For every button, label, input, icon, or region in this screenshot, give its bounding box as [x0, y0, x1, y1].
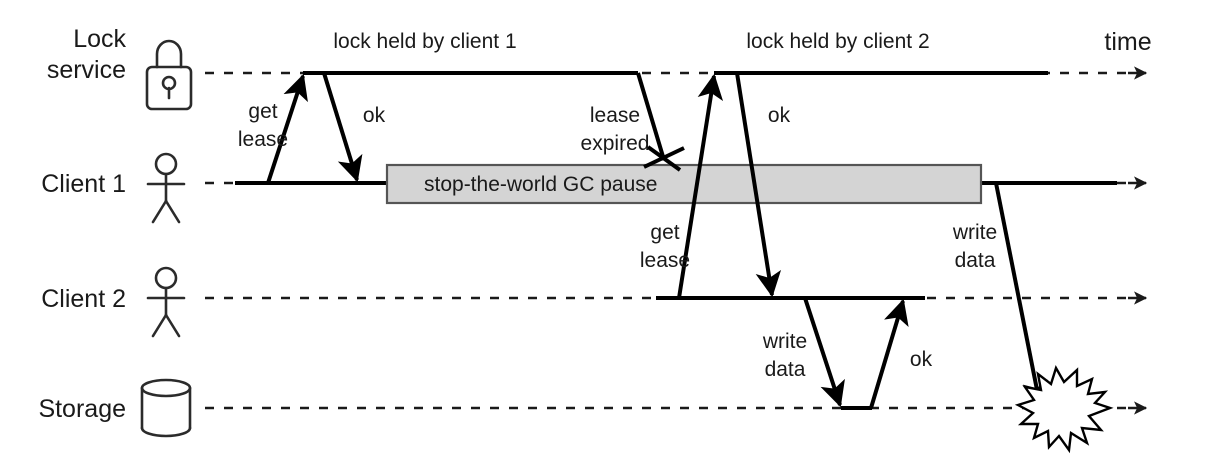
arrow-write-data-client-1 — [994, 182, 1049, 408]
arrow-ok-client-2 — [735, 72, 782, 298]
arrow-lease-expired — [636, 72, 666, 161]
msg-label-lease-expired-line1: lease — [590, 104, 640, 127]
msg-label-write-data-client-1-line1: write — [952, 221, 997, 244]
gc-pause-rect — [385, 163, 983, 205]
msg-label-ok-client-2: ok — [768, 104, 791, 127]
padlock-icon — [145, 39, 193, 111]
msg-label-write-data-client-1-line2: data — [955, 249, 996, 272]
arrow-write-data-client-2 — [803, 297, 845, 408]
arrow-ok-client-1 — [322, 72, 363, 183]
gc-pause-label: stop-the-world GC pause — [424, 173, 657, 196]
span-label-lock-held-client-1: lock held by client 1 — [333, 30, 516, 53]
arrow-ok-storage — [869, 298, 909, 409]
lane-label-client-2: Client 2 — [41, 285, 126, 313]
msg-label-write-data-client-2-line1: write — [762, 330, 807, 353]
lane-labels-group: Lock service Client 1 Client 2 Storage — [38, 25, 126, 423]
lane-label-lock-service-line2: service — [47, 56, 126, 84]
lane-label-storage: Storage — [38, 395, 126, 423]
lane-label-lock-service-line1: Lock — [73, 25, 126, 53]
gc-pause-box: stop-the-world GC pause — [385, 163, 983, 205]
messages-group — [266, 72, 1049, 409]
person-icon-client-2 — [146, 266, 186, 338]
lease-expired-cross-icon-2 — [646, 145, 682, 172]
lane-label-client-1: Client 1 — [41, 170, 126, 198]
msg-label-ok-storage: ok — [910, 348, 933, 371]
collision-burst-icon — [1014, 365, 1114, 454]
message-labels-group: get lease ok lease expired get lease ok … — [238, 100, 997, 381]
msg-label-get-lease-client-1-line2: lease — [238, 128, 288, 151]
msg-label-get-lease-client-2-line1: get — [650, 221, 679, 244]
msg-label-get-lease-client-2-line2: lease — [640, 249, 690, 272]
msg-label-ok-client-1: ok — [363, 104, 386, 127]
person-icon-client-1 — [146, 152, 186, 224]
msg-label-get-lease-client-1-line1: get — [248, 100, 277, 123]
time-axis-label: time — [1104, 28, 1151, 56]
arrow-get-lease-client-2 — [677, 73, 724, 299]
database-cylinder-icon — [140, 378, 192, 438]
arrow-get-lease-client-1 — [266, 73, 308, 184]
msg-label-write-data-client-2-line2: data — [765, 358, 806, 381]
msg-label-lease-expired-line2: expired — [581, 132, 650, 155]
span-labels-group: lock held by client 1 lock held by clien… — [333, 30, 929, 53]
span-label-lock-held-client-2: lock held by client 2 — [746, 30, 929, 53]
